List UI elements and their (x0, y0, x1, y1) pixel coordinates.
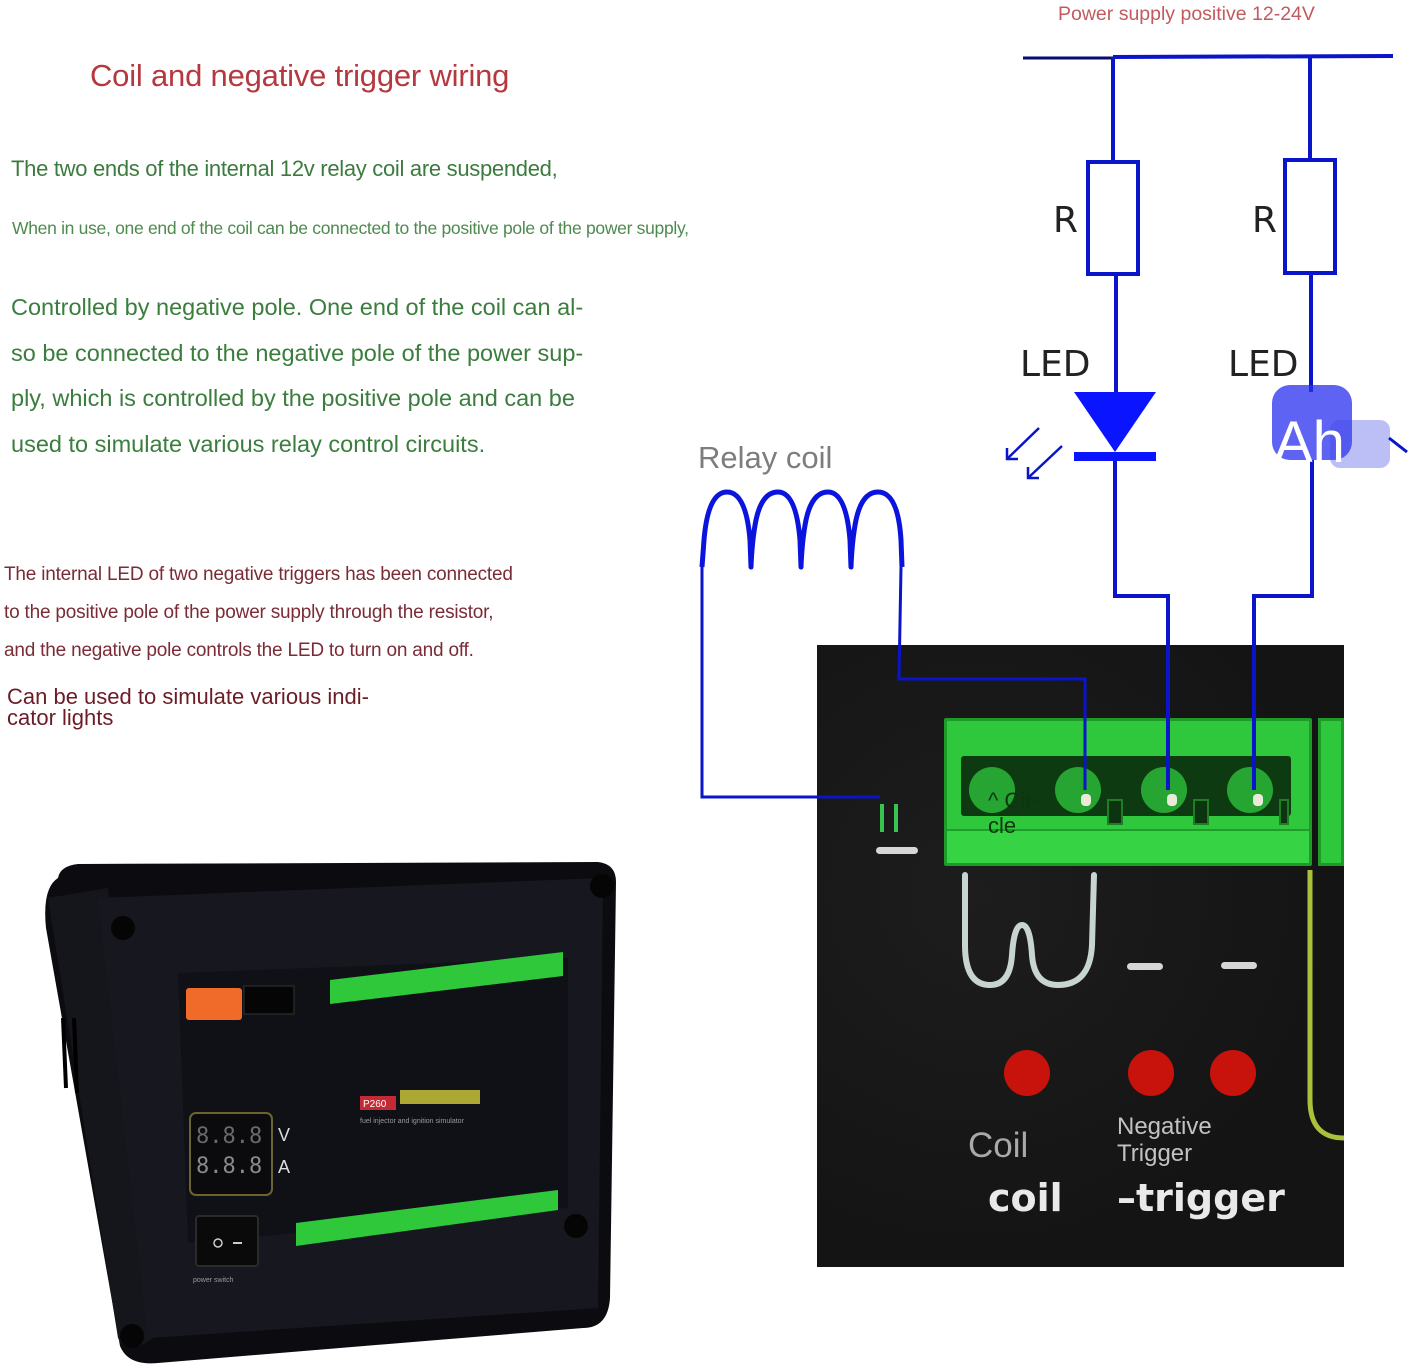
device-subtitle: fuel injector and ignition simulator (360, 1118, 465, 1125)
coil-label-print: coil (988, 1176, 1063, 1220)
smudged-led-symbol (1272, 385, 1408, 468)
terminal-square (1193, 799, 1209, 825)
minus-mark (1127, 963, 1163, 970)
minus-mark (876, 847, 918, 854)
coil-description-intro: The two ends of the internal 12v relay c… (11, 156, 558, 181)
coil-label-en: Coil (968, 1126, 1029, 1165)
terminal-screw (1253, 794, 1263, 806)
bottom-terminal-strip (296, 1190, 558, 1246)
terminal-square (1279, 799, 1289, 825)
black-header (243, 985, 295, 1015)
parallel-mark (878, 804, 902, 832)
indicator-lights-note: Can be used to simulate various indi- ca… (7, 684, 369, 730)
relay-coil-label: Relay coil (698, 440, 832, 475)
led-cathode-bar (1074, 452, 1156, 461)
unit-volts: V (278, 1125, 290, 1145)
overlay-artifact-text: Ah (1274, 410, 1345, 475)
resistor-symbol (1086, 160, 1140, 276)
text-line: Trigger (1117, 1140, 1193, 1167)
screw-icon (564, 1214, 588, 1238)
coil-led-indicator (1004, 1050, 1050, 1096)
resistor-label: R (1252, 200, 1277, 241)
simulator-device-photo: 8.8.8 8.8.8 V A P260 fuel injector and i… (45, 862, 616, 1364)
negative-trigger-label: Negative Trigger (1117, 1113, 1212, 1167)
unit-amps: A (278, 1157, 290, 1177)
model-badge-text: P260 (363, 1099, 387, 1110)
led-label: LED (1228, 344, 1299, 385)
power-rail (1112, 54, 1394, 59)
text-line: cator lights (7, 705, 114, 730)
vent-slots (61, 1017, 79, 1094)
terminal-block-adjacent (1318, 718, 1344, 866)
resistor-label: R (1053, 200, 1078, 241)
terminal-pin (1141, 767, 1187, 813)
terminal-screw (1167, 794, 1177, 806)
text-line: Controlled by negative pole. One end of … (11, 294, 584, 320)
text-line: so be connected to the negative pole of … (11, 339, 584, 366)
text-line: and the negative pole controls the LED t… (4, 640, 474, 661)
coil-usage-note: When in use, one end of the coil can be … (12, 218, 689, 238)
display-amps: 8.8.8 (196, 1154, 262, 1179)
text-line: Negative (1117, 1113, 1212, 1140)
screw-icon (111, 916, 135, 940)
screw-icon (590, 874, 614, 898)
parallel-bar (894, 804, 898, 832)
orange-connector (186, 988, 242, 1020)
text-line: The internal LED of two negative trigger… (4, 564, 513, 585)
voltmeter-display (189, 1112, 273, 1196)
power-switch-label: power switch (193, 1277, 234, 1284)
power-switch (195, 1215, 259, 1267)
text-line: ply, which is controlled by the positive… (11, 385, 575, 411)
minus-mark (1221, 962, 1257, 969)
relay-coil-symbol (699, 489, 905, 570)
top-terminal-strip (330, 952, 563, 1004)
page-title: Coil and negative trigger wiring (90, 58, 510, 93)
terminal-lip (947, 829, 1309, 863)
led-diode-symbol (1074, 392, 1156, 452)
trigger-led-indicator (1210, 1050, 1256, 1096)
model-badge (360, 1096, 396, 1110)
terminal-pin (1227, 767, 1273, 813)
text-line: Can be used to simulate various indi- (7, 684, 369, 709)
text-line: used to simulate various relay control c… (11, 430, 486, 457)
switch-off-icon (213, 1238, 223, 1248)
led-trigger-description: The internal LED of two negative trigger… (4, 556, 513, 670)
coil-control-description: Controlled by negative pole. One end of … (11, 285, 691, 467)
display-volts: 8.8.8 (196, 1124, 262, 1149)
terminal-screw (1081, 794, 1091, 806)
model-name-cn (400, 1090, 480, 1104)
resistor-symbol (1283, 158, 1337, 275)
light-emission-arrows (1005, 427, 1063, 480)
terminal-square (1107, 799, 1123, 825)
device-side (48, 888, 156, 1348)
terminal-circle-label: ^ Cir- cle (988, 788, 1040, 838)
trigger-led-indicator (1128, 1050, 1174, 1096)
screw-icon (120, 1324, 144, 1348)
led-label: LED (1020, 344, 1091, 385)
trigger-label-print: –trigger (1117, 1176, 1285, 1220)
parallel-bar (880, 804, 884, 832)
terminal-pin (1055, 767, 1101, 813)
power-supply-label: Power supply positive 12-24V (1058, 3, 1315, 25)
text-line: to the positive pole of the power supply… (4, 602, 494, 623)
